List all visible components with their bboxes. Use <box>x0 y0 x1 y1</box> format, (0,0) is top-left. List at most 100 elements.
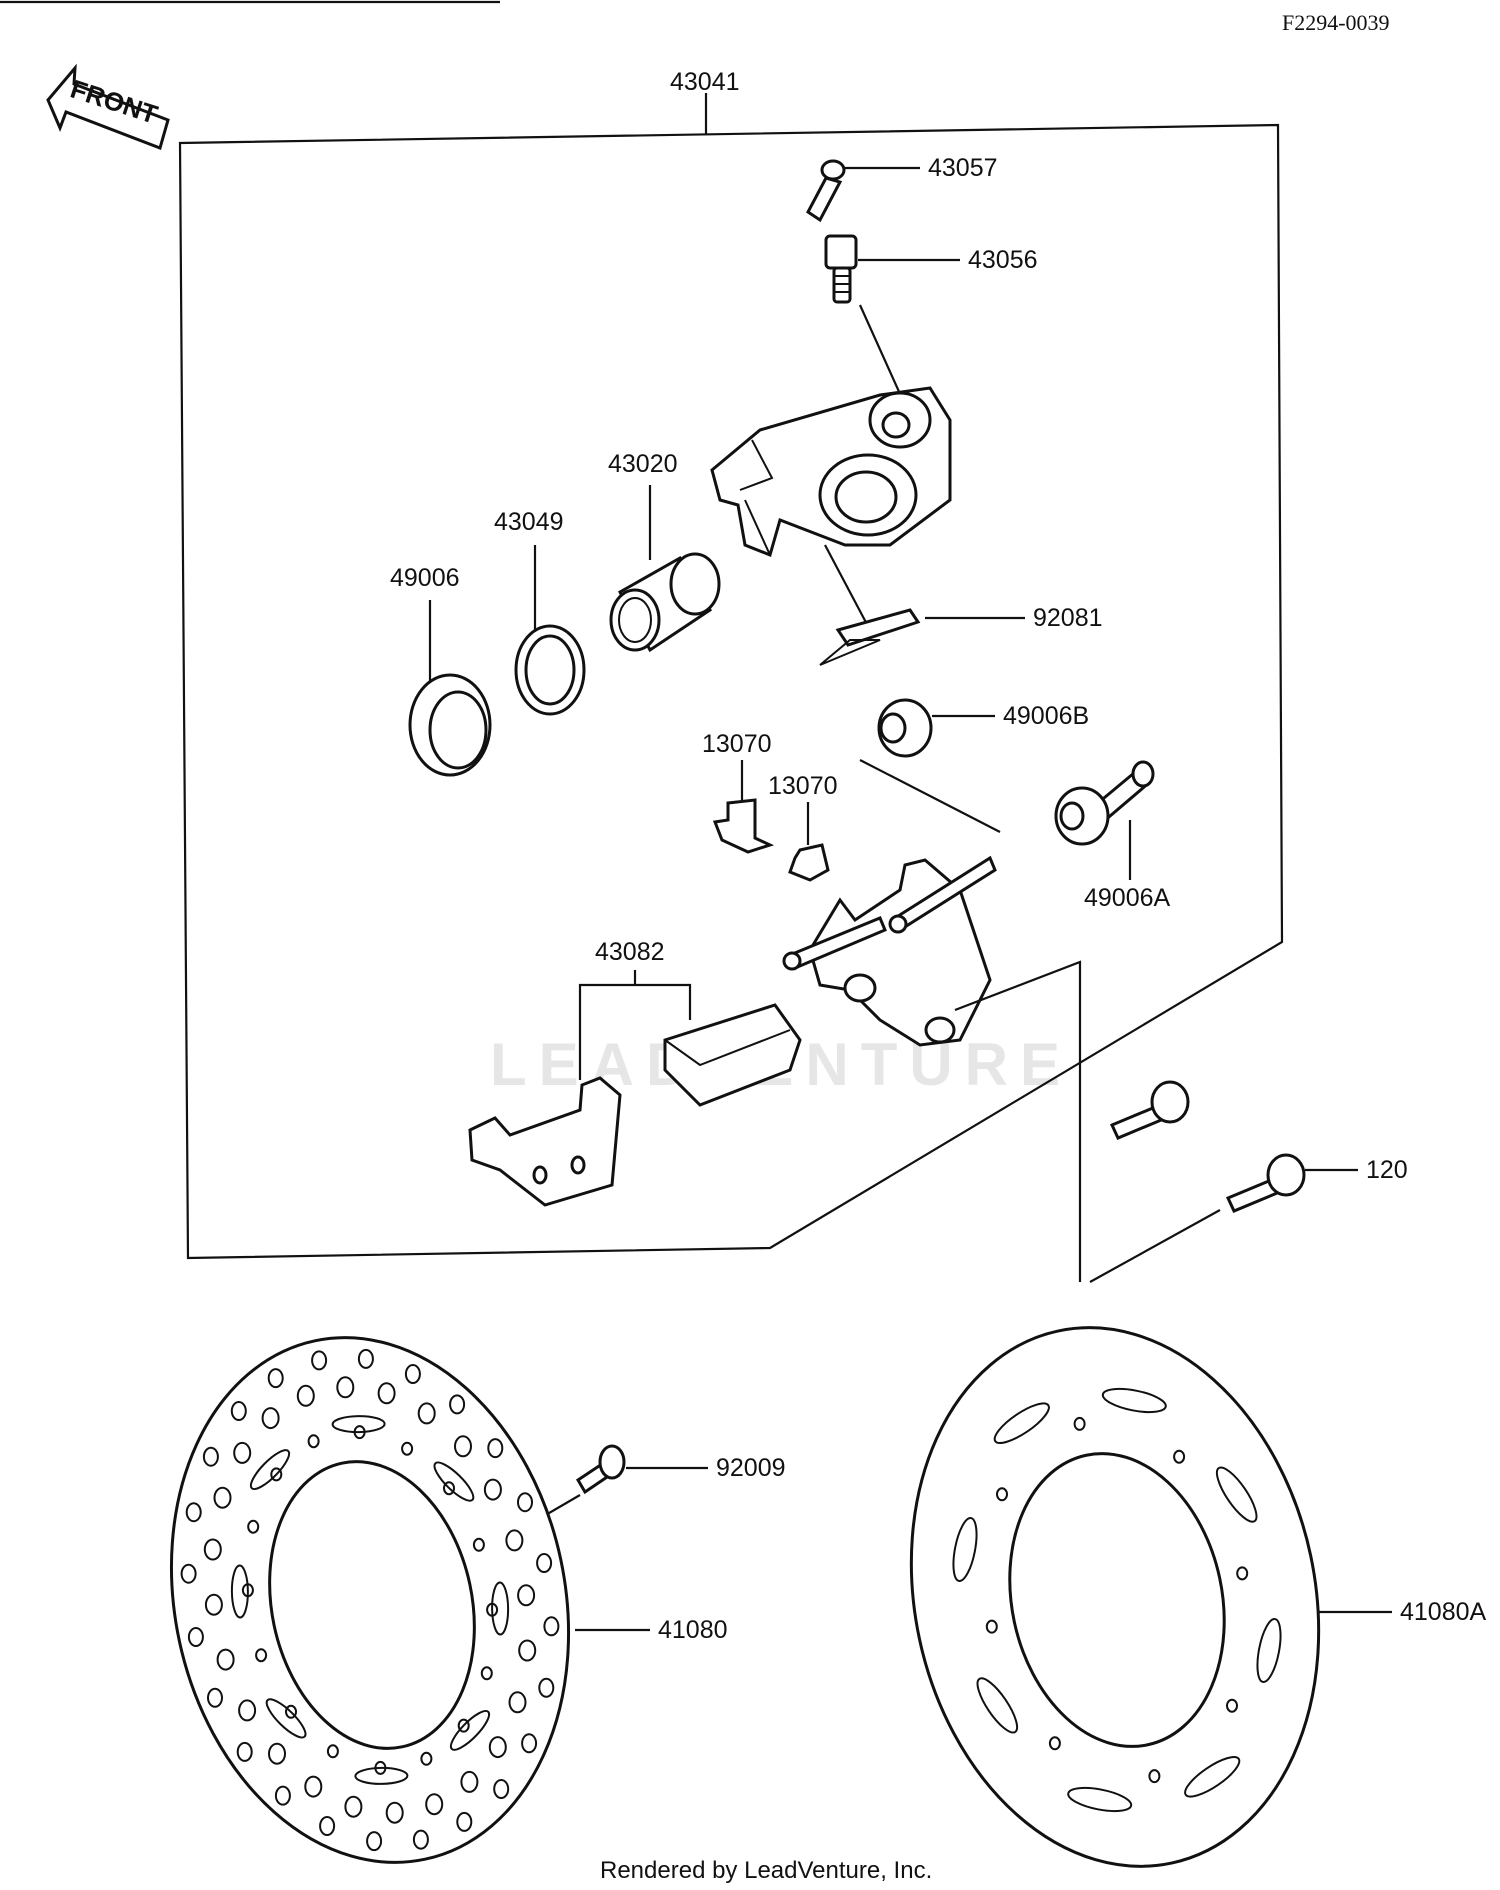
label-120[interactable]: 120 <box>1366 1156 1408 1184</box>
disc-hole <box>247 1519 260 1534</box>
label-92009[interactable]: 92009 <box>716 1454 786 1482</box>
label-43041[interactable]: 43041 <box>670 68 740 96</box>
disc-hole <box>1048 1736 1061 1751</box>
disc-hole <box>420 1751 433 1766</box>
label-13070-b[interactable]: 13070 <box>768 772 838 800</box>
disc-hole <box>238 1699 257 1722</box>
disc-hole <box>213 1486 232 1509</box>
disc-hole <box>412 1829 429 1850</box>
disc-hole <box>331 1415 386 1434</box>
label-13070-a[interactable]: 13070 <box>702 730 772 758</box>
disc-hole <box>207 1687 223 1708</box>
disc-hole <box>236 1741 253 1762</box>
disc-hole <box>505 1529 524 1552</box>
disc-hole <box>326 1744 339 1759</box>
disc-hole <box>230 1564 249 1619</box>
label-43056[interactable]: 43056 <box>968 246 1038 274</box>
caliper-body-part <box>710 386 952 558</box>
disc-slot <box>1256 1618 1282 1683</box>
disc-hole <box>204 1593 223 1616</box>
disc-hole <box>319 1816 336 1836</box>
disc-hole <box>538 1677 555 1698</box>
disc-hole <box>457 1718 470 1733</box>
label-41080[interactable]: 41080 <box>658 1616 728 1644</box>
disc-hole <box>270 1467 283 1482</box>
pad-spring-part <box>819 608 921 666</box>
disc-hole <box>493 1779 510 1799</box>
disc-hole <box>241 1583 254 1598</box>
disc-hole <box>536 1553 553 1573</box>
disc-hole <box>508 1691 527 1714</box>
disc-hole <box>486 1602 499 1617</box>
disc-hole <box>285 1704 297 1719</box>
label-43057[interactable]: 43057 <box>928 154 998 182</box>
disc-hole <box>274 1785 291 1806</box>
disc-hole <box>185 1502 202 1523</box>
boot-a-part <box>1054 760 1155 846</box>
disc-hole <box>454 1435 472 1458</box>
disc-hole <box>233 1441 252 1464</box>
disc-hole <box>472 1537 485 1552</box>
label-43049[interactable]: 43049 <box>494 508 564 536</box>
disc-slot <box>1067 1786 1133 1813</box>
disc-hole <box>1226 1698 1238 1713</box>
disc-hole <box>357 1348 374 1369</box>
label-49006A[interactable]: 49006A <box>1084 884 1171 912</box>
brake-disc-a-part <box>909 1326 1321 1868</box>
clip-part-2 <box>788 843 830 882</box>
disc-hole <box>1148 1769 1161 1784</box>
piston-seal-part <box>514 624 586 716</box>
disc-hole <box>443 1481 455 1496</box>
boot-b-part <box>877 698 933 758</box>
label-49006[interactable]: 49006 <box>390 564 460 592</box>
disc-hole <box>261 1407 280 1430</box>
disc-slot <box>1101 1387 1167 1414</box>
label-43082[interactable]: 43082 <box>595 938 665 966</box>
disc-hole <box>1173 1449 1186 1464</box>
disc-hole <box>543 1616 560 1637</box>
disc-hole <box>1073 1416 1086 1431</box>
disc-hole <box>344 1795 363 1818</box>
disc-hole <box>366 1831 383 1852</box>
label-41080A[interactable]: 41080A <box>1400 1598 1487 1626</box>
brake-disc-part <box>169 1336 571 1864</box>
disc-hole <box>996 1487 1008 1502</box>
disc-hole <box>230 1401 247 1421</box>
disc-hole <box>456 1811 473 1832</box>
disc-hole <box>307 1434 320 1449</box>
disc-hole <box>311 1350 328 1371</box>
disc-hole <box>385 1801 404 1824</box>
disc-hole <box>249 1449 291 1490</box>
disc-hole <box>480 1666 493 1681</box>
dust-seal-part <box>408 673 492 777</box>
disc-hole <box>521 1733 538 1754</box>
caliper-assembly-box <box>178 123 1284 1260</box>
disc-hole <box>460 1770 479 1793</box>
disc-hole <box>517 1492 533 1513</box>
disc-hole <box>296 1384 315 1407</box>
disc-hole <box>1236 1566 1249 1581</box>
label-92081[interactable]: 92081 <box>1033 604 1103 632</box>
disc-hole <box>985 1619 998 1634</box>
label-43020[interactable]: 43020 <box>608 450 678 478</box>
disc-hole <box>488 1736 507 1759</box>
disc-hole <box>417 1402 436 1425</box>
disc-hole <box>433 1461 475 1502</box>
disc-hole <box>304 1775 323 1798</box>
disc-hole <box>449 1710 491 1751</box>
caliper-bracket-part <box>782 855 997 1047</box>
disc-hole <box>187 1627 204 1647</box>
label-49006B[interactable]: 49006B <box>1003 702 1089 730</box>
disc-slot <box>1215 1466 1258 1523</box>
disc-hole <box>374 1760 387 1775</box>
bolt-part-1 <box>1109 1080 1190 1140</box>
disc-hole <box>518 1639 537 1662</box>
disc-hole <box>180 1563 197 1584</box>
disc-hole <box>491 1581 510 1636</box>
front-arrow-icon: FRONT <box>46 63 170 150</box>
disc-hole <box>336 1376 355 1399</box>
screw-part <box>575 1444 626 1495</box>
disc-slot <box>952 1517 978 1582</box>
disc-hole <box>255 1648 268 1663</box>
